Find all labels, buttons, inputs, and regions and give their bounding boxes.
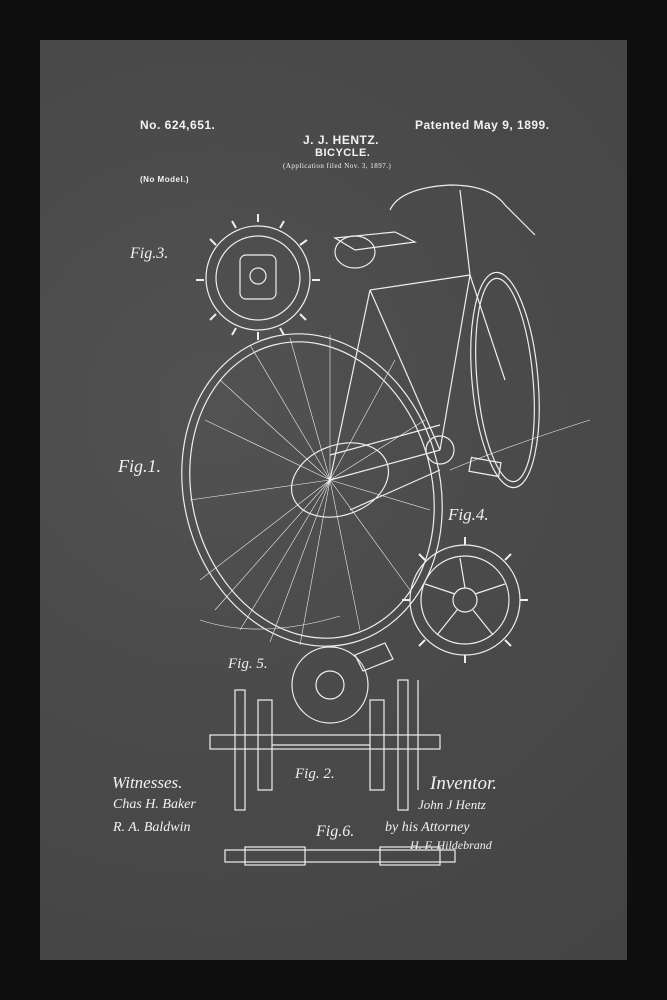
inventor-name: J. J. HENTZ.: [303, 133, 380, 147]
application-date: (Application filed Nov. 3, 1897.): [283, 162, 392, 170]
witness-1-signature: Chas H. Baker: [113, 797, 196, 812]
fig5-label: Fig. 5.: [227, 656, 268, 672]
patented-date: Patented May 9, 1899.: [415, 118, 550, 132]
fig4-label: Fig.4.: [447, 505, 489, 524]
attorney-signature: H. F. Hildebrand: [410, 838, 492, 852]
fig6-axle: [224, 846, 456, 866]
patent-title: BICYCLE.: [315, 147, 371, 159]
patent-number: No. 624,651.: [140, 118, 216, 132]
model-note: (No Model.): [140, 175, 190, 184]
witness-2-signature: R. A. Baldwin: [113, 820, 191, 835]
fig1-bicycle: [181, 184, 591, 647]
fig1-label: Fig.1.: [117, 456, 161, 476]
fig3-label: Fig.3.: [129, 245, 168, 262]
inventor-label: Inventor.: [430, 773, 498, 794]
fig5-detail: [291, 642, 394, 724]
fig6-label: Fig.6.: [315, 823, 354, 840]
fig4-sprocket: [402, 537, 528, 663]
inventor-signature: John J Hentz: [418, 797, 486, 812]
patent-sheet: [40, 40, 627, 960]
fig2-label: Fig. 2.: [294, 766, 335, 782]
witnesses-label: Witnesses.: [112, 773, 183, 792]
fig2-hub-section: [209, 679, 441, 811]
attorney-label: by his Attorney: [385, 820, 470, 835]
fig3-sprocket: [196, 214, 320, 340]
